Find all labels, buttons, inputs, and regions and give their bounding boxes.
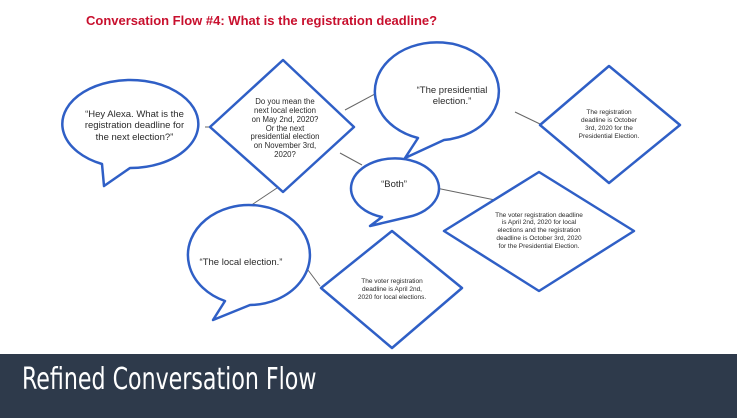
speech-bubble-local (186, 203, 312, 322)
connector-both-to-answer (435, 187, 496, 201)
flow-diagram (61, 41, 682, 350)
local-answer-text: The voter registration deadline is April… (357, 278, 427, 301)
diamond-both-answer (442, 170, 636, 293)
footer-bar: Refined Conversation Flow (0, 354, 737, 418)
user-question-text: “Hey Alexa. What is the registration dea… (84, 108, 185, 143)
speech-bubble-presidential (373, 41, 501, 160)
diamond-clarify (208, 58, 356, 194)
footer-title: Refined Conversation Flow (22, 362, 317, 397)
speech-bubble-both (349, 157, 441, 228)
connector-presidential-to-answer (514, 111, 541, 125)
both-answer-text: The voter registration deadline is April… (495, 211, 583, 250)
diamond-local-answer (319, 229, 464, 350)
diamond-presidential-answer (538, 64, 682, 185)
slide-title: Conversation Flow #4: What is the regist… (86, 13, 438, 28)
clarify-question-text: Do you mean the next local election on M… (250, 96, 320, 160)
both-reply-text: “Both” (381, 179, 407, 191)
presidential-answer-text: The registration deadline is October 3rd… (578, 109, 640, 140)
presidential-reply-text: “The presidential election.” (416, 84, 488, 107)
connector-clarify-to-both (339, 152, 363, 166)
speech-bubble-question (61, 78, 200, 188)
local-reply-text: “The local election.” (199, 257, 283, 269)
